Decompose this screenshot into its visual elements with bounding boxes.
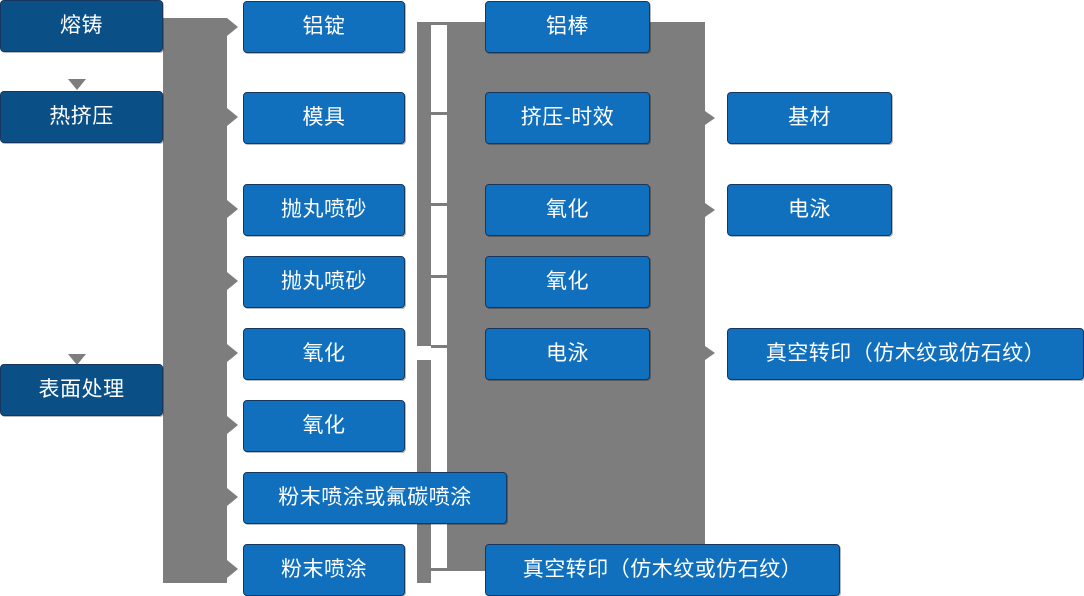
connector-tie-paowan-2 [431, 275, 449, 278]
node-zhenkong-1-label: 真空转印（仿木纹或仿石纹） [765, 342, 1046, 366]
node-rejiya[interactable]: 热挤压 [0, 91, 163, 143]
node-muju[interactable]: 模具 [243, 92, 405, 144]
node-yanghua-1[interactable]: 氧化 [243, 328, 405, 380]
node-rejiya-label: 热挤压 [49, 105, 114, 129]
node-paowan-1-label: 抛丸喷砂 [281, 198, 367, 222]
node-yanghua-4[interactable]: 氧化 [485, 256, 650, 308]
node-ludin-label: 铝锭 [302, 15, 346, 39]
connector-arrow-to-fenmo [227, 560, 238, 578]
node-jicai-label: 基材 [788, 106, 831, 130]
connector-arrow-to-yanghua-1 [227, 344, 238, 362]
node-fenmo-fu-label: 粉末喷涂或氟碳喷涂 [278, 486, 472, 510]
node-rongzhu-label: 熔铸 [60, 14, 103, 38]
node-muju-label: 模具 [302, 106, 346, 130]
connector-arrow-to-dianyong-2 [705, 203, 715, 217]
node-paowan-2-label: 抛丸喷砂 [281, 270, 367, 294]
node-yanghua-3-label: 氧化 [546, 198, 589, 222]
node-fenmo[interactable]: 粉末喷涂 [243, 544, 405, 596]
connector-stage-arrow-down-biaomian [68, 354, 86, 365]
node-yanghua-1-label: 氧化 [302, 342, 346, 366]
node-ludin[interactable]: 铝锭 [243, 1, 405, 53]
node-fenmo-fu[interactable]: 粉末喷涂或氟碳喷涂 [243, 472, 507, 524]
connector-arrow-to-jicai [705, 111, 715, 125]
connector-stage-trunk-upper [163, 18, 227, 80]
node-lubang-label: 铝棒 [546, 15, 589, 39]
node-lubang[interactable]: 铝棒 [485, 1, 650, 53]
node-dianyong-2-label: 电泳 [788, 198, 831, 222]
node-yanghua-2-label: 氧化 [302, 414, 346, 438]
node-dianyong-1-label: 电泳 [546, 342, 589, 366]
node-zhenkong-2-label: 真空转印（仿木纹或仿石纹） [522, 558, 803, 582]
node-yanghua-4-label: 氧化 [546, 270, 589, 294]
connector-stage-arrow-down-rejiya [68, 79, 86, 90]
connector-arrow-to-muju [227, 108, 238, 126]
node-yanghua-2[interactable]: 氧化 [243, 400, 405, 452]
node-fenmo-label: 粉末喷涂 [281, 558, 367, 582]
node-dianyong-2[interactable]: 电泳 [727, 184, 892, 236]
connector-tie-ludin [431, 22, 449, 25]
node-biaomian[interactable]: 表面处理 [0, 364, 163, 416]
connector-arrow-to-fenmo-fu [227, 488, 238, 506]
connector-arrow-to-paowan-1 [227, 200, 238, 218]
connector-biaomian-stub [163, 388, 183, 391]
node-paowan-2[interactable]: 抛丸喷砂 [243, 256, 405, 308]
node-yanghua-3[interactable]: 氧化 [485, 184, 650, 236]
node-biaomian-label: 表面处理 [38, 378, 125, 402]
node-paowan-1[interactable]: 抛丸喷砂 [243, 184, 405, 236]
node-jiya-shixiao-label: 挤压-时效 [520, 106, 615, 130]
connector-stage-trunk-mid [163, 80, 227, 365]
connector-arrow-to-zhenkong-1 [705, 346, 715, 360]
connector-process-riser-lower [417, 360, 431, 583]
node-jicai[interactable]: 基材 [727, 92, 892, 144]
connector-arrow-to-paowan-2 [227, 272, 238, 290]
node-dianyong-1[interactable]: 电泳 [485, 328, 650, 380]
node-zhenkong-1[interactable]: 真空转印（仿木纹或仿石纹） [727, 328, 1084, 380]
node-rongzhu[interactable]: 熔铸 [0, 0, 163, 52]
node-zhenkong-2[interactable]: 真空转印（仿木纹或仿石纹） [485, 544, 840, 596]
node-jiya-shixiao[interactable]: 挤压-时效 [485, 92, 650, 144]
connector-tie-paowan-1 [431, 203, 449, 206]
connector-arrow-to-yanghua-2 [227, 416, 238, 434]
connector-arrow-to-ludin [227, 18, 238, 36]
connector-tie-yanghua-1 [431, 345, 449, 348]
connector-tie-muju [431, 112, 449, 115]
connector-process-riser-upper [417, 22, 431, 346]
connector-stage-trunk-lower [163, 365, 227, 583]
connector-tie-fenmo [431, 568, 449, 571]
